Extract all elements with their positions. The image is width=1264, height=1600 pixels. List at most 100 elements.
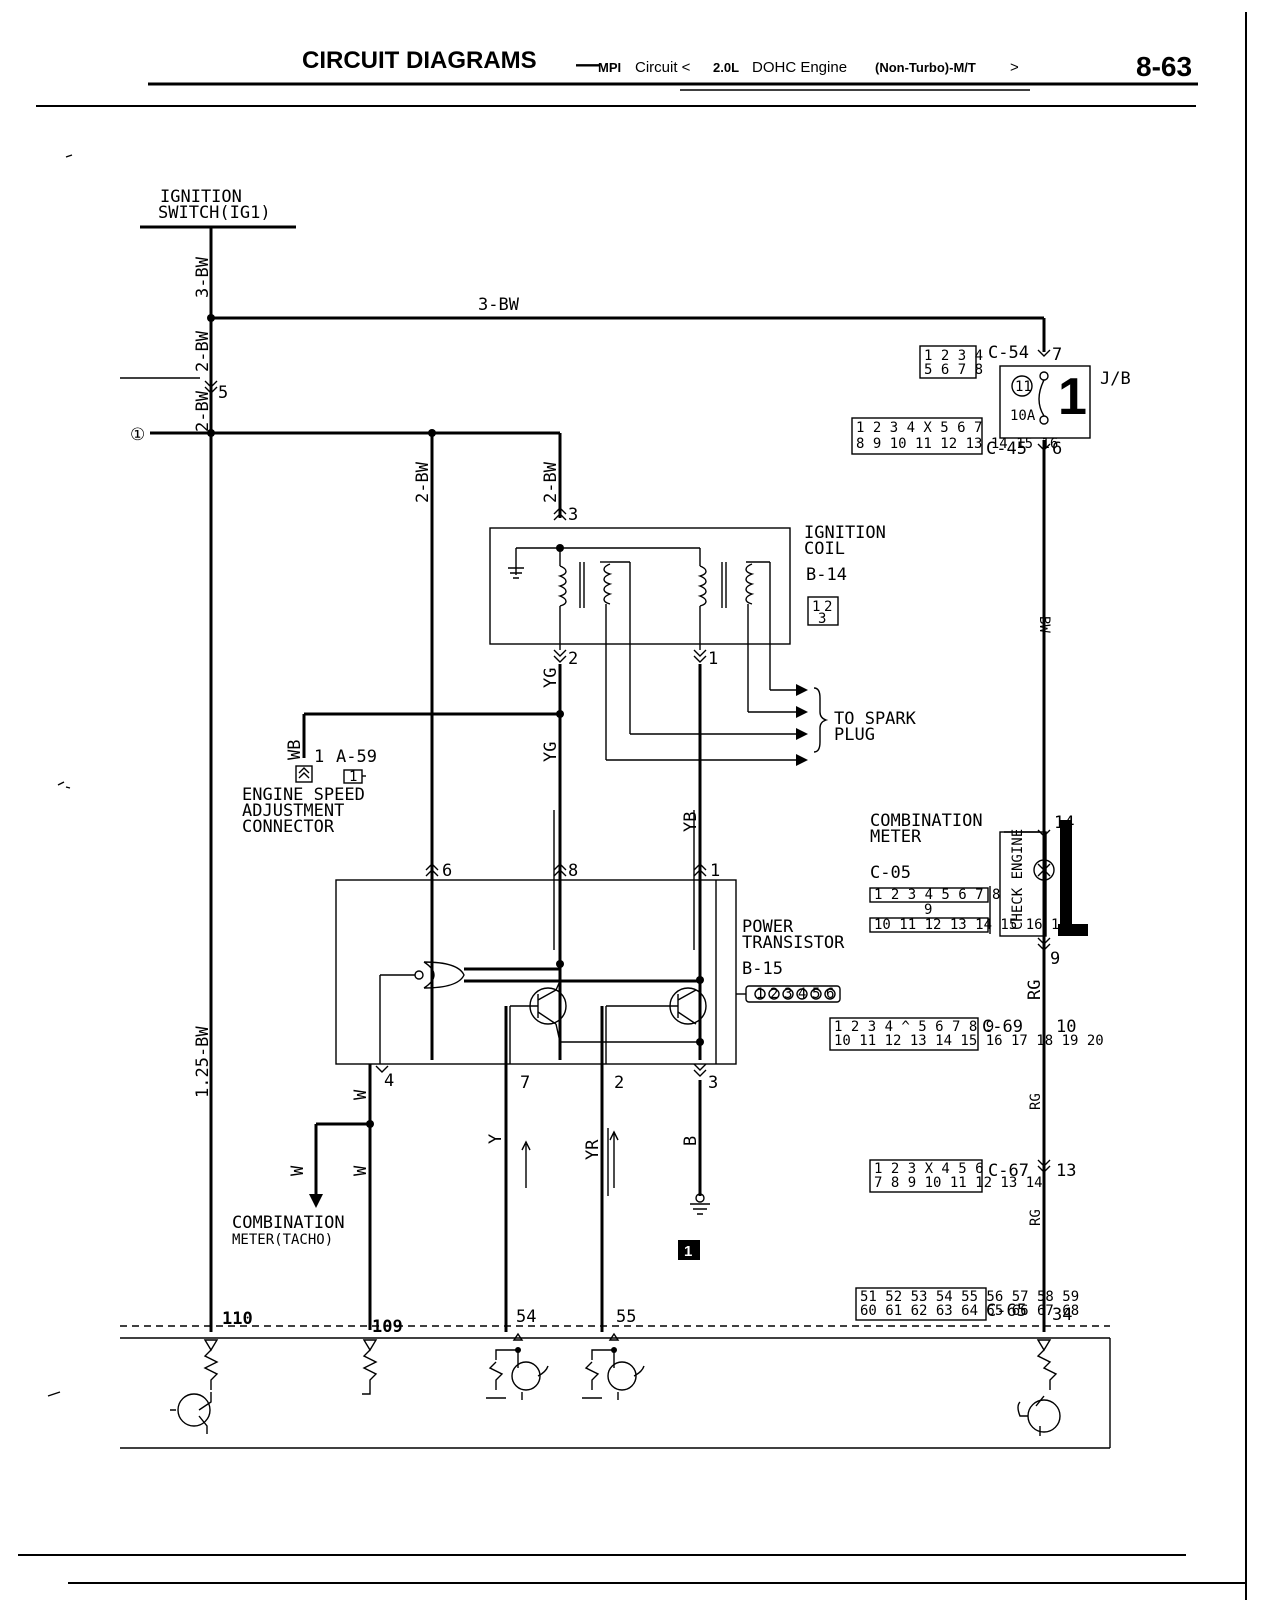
wire-label-2bw-b: 2-BW [193, 390, 213, 432]
header-title: CIRCUIT DIAGRAMS [302, 47, 537, 74]
ecu-pin-110: 110 [222, 1309, 253, 1329]
ecu-pin-109: 109 [372, 1317, 403, 1337]
ignition-coil-label-2: COIL [804, 539, 845, 559]
wire-label-w-3: W [288, 1165, 308, 1176]
wire-label-bw-right: BW [1036, 616, 1052, 633]
connector-c05-icon: 1 2 3 4 5 6 7 8 10 11 12 13 14 15 16 1 9 [869, 886, 1059, 934]
tacho-label-2: METER(TACHO) [232, 1232, 333, 1248]
header-close: > [1010, 59, 1019, 76]
coil-primary-2 [697, 565, 707, 607]
svg-text:1 2 3 4 ^ 5 6 7 8 9: 1 2 3 4 ^ 5 6 7 8 9 [834, 1019, 994, 1035]
connector-c65-label: C-65 [986, 1301, 1027, 1321]
to-spark-plug-label-2: PLUG [834, 725, 875, 745]
pin-pt-3: 3 [708, 1073, 718, 1093]
meter-big-number [1058, 924, 1088, 936]
svg-text:1 2 3 4: 1 2 3 4 [924, 348, 983, 364]
coil-ground-icon [508, 567, 524, 579]
connector-c69-label: C-69 [982, 1017, 1023, 1037]
pin-meter-9: 9 [1050, 949, 1060, 969]
ignition-coil-conn: B-14 [806, 565, 847, 585]
spark-plug-outputs: TO SPARK PLUG [606, 684, 917, 766]
check-engine-lamp-icon [1033, 859, 1055, 881]
ignition-coil-label-1: IGNITION [804, 523, 886, 543]
ignition-coil: IGNITION COIL B-14 1 2 3 [489, 523, 886, 760]
connector-c45-icon: 1 2 3 4 X 5 6 7 8 9 10 11 12 13 14 15 16 [851, 417, 1058, 455]
svg-text:51 52 53 54 55 56 57 58 59: 51 52 53 54 55 56 57 58 59 [860, 1289, 1079, 1305]
pin-c69-10: 10 [1056, 1017, 1076, 1037]
connector-b14-icon: 1 2 3 [807, 596, 839, 627]
svg-text:1 2 3 4 5 6 7 8: 1 2 3 4 5 6 7 8 [874, 887, 1000, 903]
svg-text:10 11 12 13 14 15 16 1: 10 11 12 13 14 15 16 1 [874, 917, 1059, 933]
wire-label-b: B [681, 1136, 701, 1146]
svg-text:5 6 7 8: 5 6 7 8 [924, 362, 983, 378]
pin-pt-8: 8 [568, 861, 578, 881]
ecu-transistor-1 [177, 1393, 211, 1427]
connector-c45-label: C-45 [986, 439, 1027, 459]
wire-label-wb: WB [285, 740, 305, 760]
pt-logic-gate [423, 961, 465, 989]
svg-text:5: 5 [812, 986, 820, 1002]
connector-arrow-pin5 [204, 380, 218, 394]
ecu-transistor-4 [1027, 1399, 1061, 1433]
header-mpi: MPI [598, 60, 621, 75]
wire-label-125bw: 1.25-BW [193, 1026, 213, 1098]
wire-label-yr: YR [583, 1139, 603, 1160]
svg-text:3: 3 [784, 986, 792, 1002]
svg-text:1 2 3 X 4 5 6: 1 2 3 X 4 5 6 [874, 1161, 984, 1177]
svg-text:3: 3 [818, 611, 826, 627]
fuse-number-badge [1011, 375, 1033, 397]
ignition-switch-label-2: SWITCH(IG1) [158, 203, 271, 223]
pin-esa-1: 1 [314, 747, 324, 767]
ecu-transistor-3 [607, 1361, 637, 1391]
esa-connector-id: A-59 [336, 747, 377, 767]
wire-label-2bw-a: 2-BW [193, 330, 213, 372]
pin-pt-2: 2 [614, 1073, 624, 1093]
svg-text:4: 4 [798, 986, 806, 1002]
power-transistor-conn: B-15 [742, 959, 783, 979]
connector-b15-icon: 1 2 3 4 5 6 [736, 985, 841, 1003]
svg-text:60 61 62 63 64 65 66 67 68: 60 61 62 63 64 65 66 67 68 [860, 1303, 1079, 1319]
pin-c65-34: 34 [1052, 1305, 1072, 1325]
esa-label-3: CONNECTOR [242, 817, 335, 837]
ignition-switch-label-1: IGNITION [160, 187, 242, 207]
connector-c67-label: C-67 [988, 1161, 1029, 1181]
page-number: 8-63 [1136, 51, 1192, 82]
connector-c54-label: C-54 [988, 343, 1029, 363]
jb-big-number: 1 [1058, 368, 1087, 426]
esa-label-2: ADJUSTMENT [242, 801, 344, 821]
pin-c45-6: 6 [1052, 439, 1062, 459]
pin-pt-4: 4 [384, 1071, 394, 1091]
pin-coil-1: 1 [708, 649, 718, 669]
wire-label-rg-3: RG [1028, 1209, 1044, 1226]
wire-label-y: Y [486, 1134, 506, 1144]
ignition-switch: IGNITION SWITCH(IG1) [140, 187, 296, 229]
check-engine-label: CHECK ENGINE [1010, 829, 1026, 930]
ecu-pin-54: 54 [516, 1307, 536, 1327]
svg-text:11: 11 [1015, 379, 1032, 395]
wire-label-yg-2: YG [541, 742, 561, 762]
pin-5: 5 [218, 383, 228, 403]
comb-meter-label-1: COMBINATION [870, 811, 983, 831]
wire-label-3bw-vert: 3-BW [193, 256, 213, 298]
wire-label-yg-1: YG [541, 668, 561, 688]
combination-meter: COMBINATION METER 14 CHECK ENGINE C-05 1… [869, 811, 1088, 969]
ecu-transistor-2 [511, 1361, 541, 1391]
svg-text:1: 1 [812, 599, 820, 615]
wire-label-yb: YB [681, 812, 701, 832]
ecu-box: 110 109 54 55 [120, 1307, 1111, 1449]
svg-text:8 9 10 11 12 13 14 15 16: 8 9 10 11 12 13 14 15 16 [856, 436, 1058, 452]
svg-text:10 11 12 13 14 15 16 17 18 19: 10 11 12 13 14 15 16 17 18 19 20 [834, 1033, 1104, 1049]
svg-text:1: 1 [349, 769, 357, 785]
engine-speed-adjustment-connector: 1 A-59 1 ENGINE SPEED ADJUSTMENT CONNECT… [242, 747, 377, 837]
connector-c54-icon: 1 2 3 4 5 6 7 8 [919, 345, 983, 379]
junction-block [999, 365, 1091, 439]
svg-text:1 2 3 4 X 5 6 7: 1 2 3 4 X 5 6 7 [856, 420, 982, 436]
power-transistor: 6 8 1 PO [335, 810, 845, 1093]
pin-coil-2: 2 [568, 649, 578, 669]
header-engine-desc: DOHC Engine [752, 59, 847, 76]
svg-text:1: 1 [684, 1243, 692, 1260]
svg-text:1: 1 [756, 986, 764, 1002]
ecu-pin-55: 55 [616, 1307, 636, 1327]
wire-label-3bw-top: 3-BW [478, 295, 520, 315]
